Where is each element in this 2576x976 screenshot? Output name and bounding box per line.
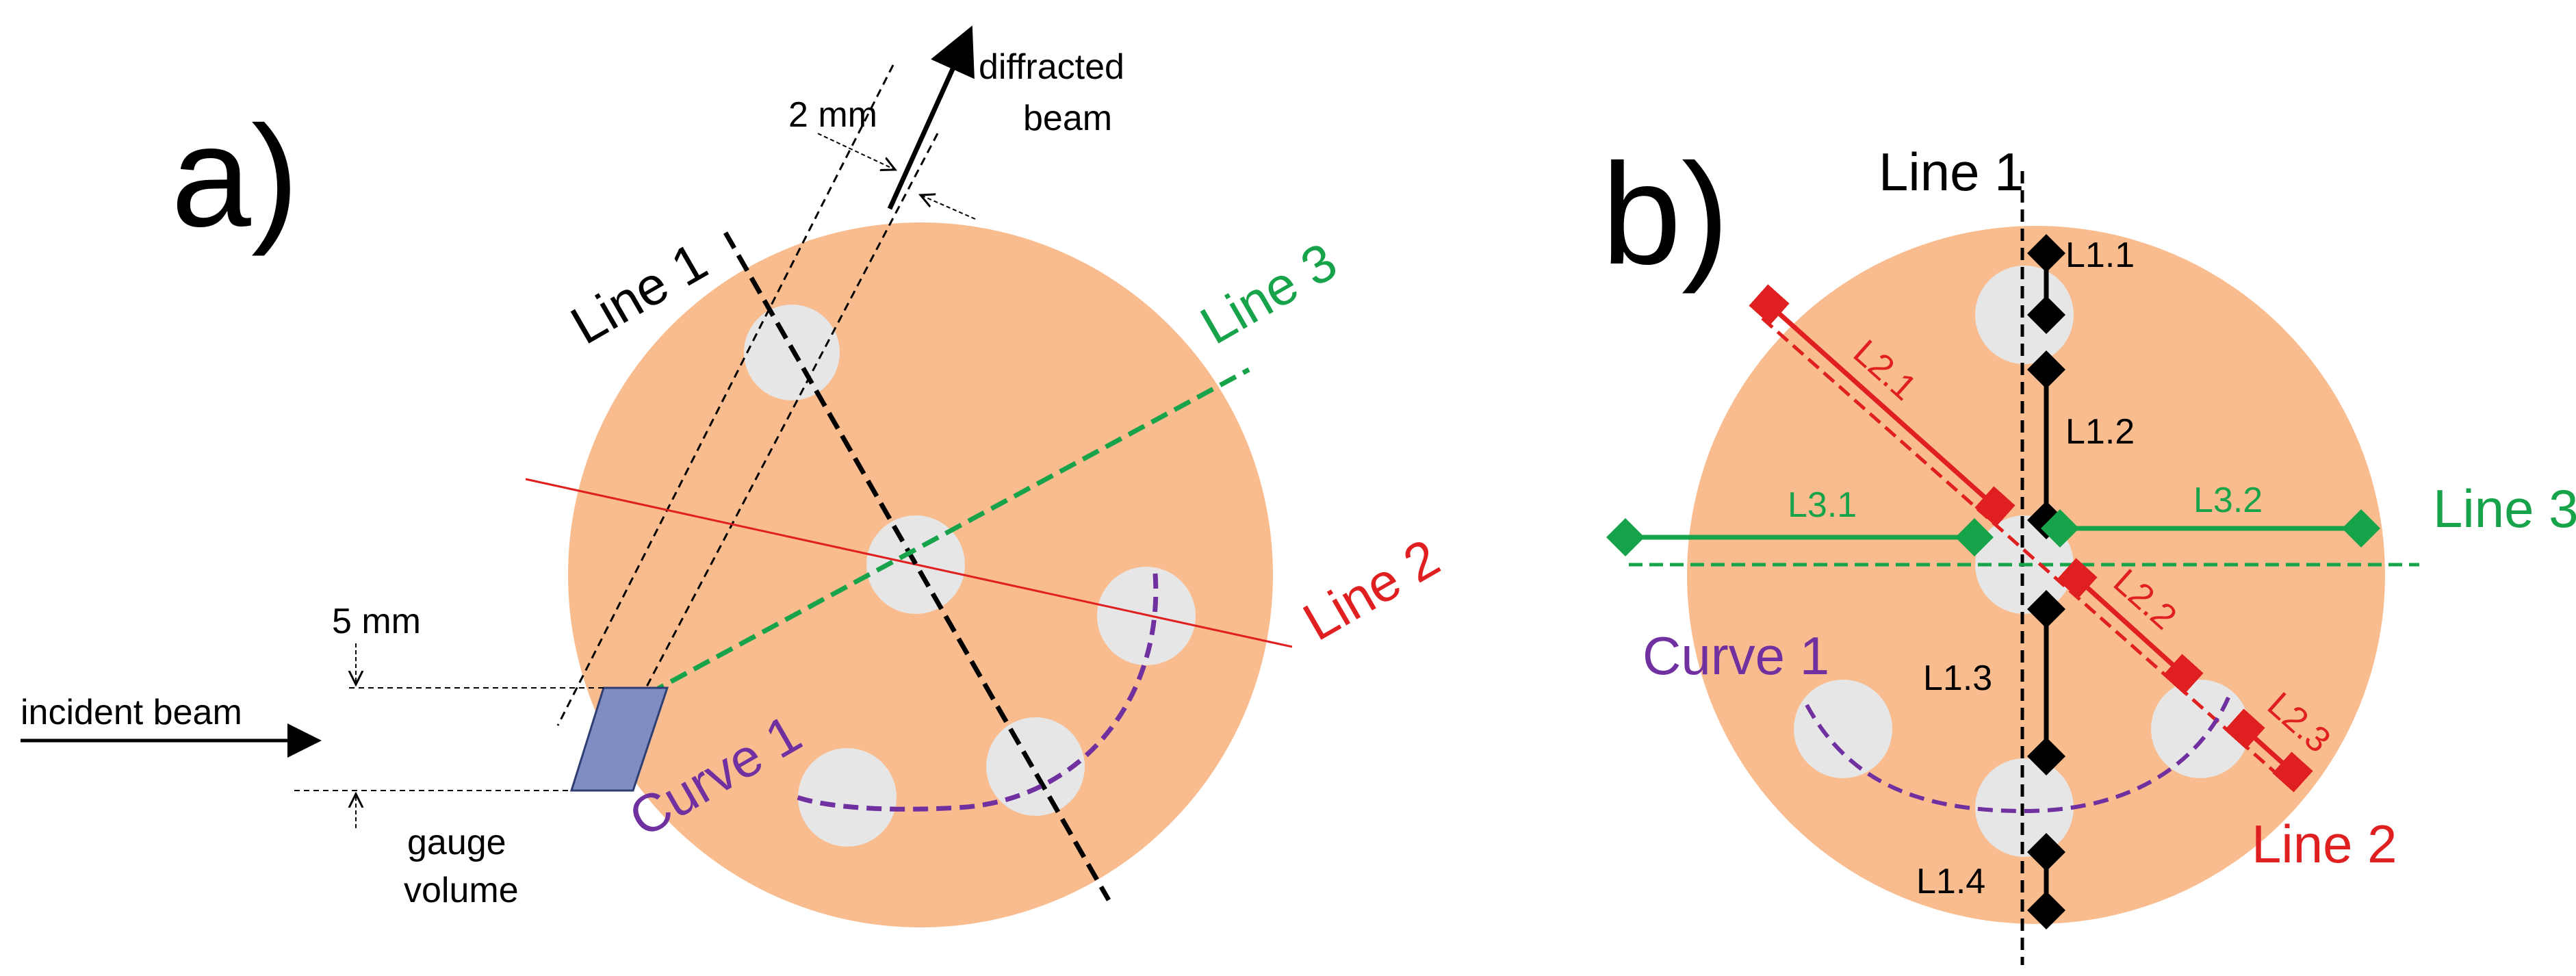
gauge-label-2: volume <box>404 871 519 910</box>
line3 <box>601 367 1250 721</box>
gauge-label-1: gauge <box>407 823 506 862</box>
parallelogram-icon <box>569 686 669 792</box>
dim-5mm-label: 5 mm <box>332 602 421 641</box>
hole-b-left <box>1794 680 1892 778</box>
line2 <box>525 478 1293 648</box>
line3-label: Line 3 <box>1191 231 1347 355</box>
curve1-b <box>1805 690 2233 814</box>
line2-b <box>1761 317 2301 795</box>
panel-b: b) Line 1 Line 2 Line 3 Curve 1 L1 <box>1601 133 2576 965</box>
segment-L2-3 <box>2224 708 2313 793</box>
line1 <box>723 231 1111 901</box>
beam-path-right <box>625 133 939 726</box>
panel-a-label: a) <box>171 96 299 257</box>
line2-b-label: Line 2 <box>2252 814 2397 874</box>
L3-1-label: L3.1 <box>1788 485 1857 525</box>
dim-2mm-right-arrow <box>920 195 976 220</box>
line1-b-label: Line 1 <box>1879 142 2024 202</box>
diffracted-label-2: beam <box>1023 99 1112 138</box>
segment-L2-1 <box>1749 284 2015 527</box>
hole-right <box>1097 567 1196 665</box>
L1-4-label: L1.4 <box>1916 862 1985 901</box>
line2-label: Line 2 <box>1293 527 1450 652</box>
curve1-b-label: Curve 1 <box>1643 626 1829 686</box>
dim-2mm-label: 2 mm <box>788 95 877 135</box>
L1-3-label: L1.3 <box>1923 658 1992 698</box>
incident-beam-label: incident beam <box>21 693 242 732</box>
panel-a: a) Line 1 Line 2 <box>21 25 1450 927</box>
segment-L2-2 <box>2057 558 2204 695</box>
hole-b-right <box>2151 680 2250 778</box>
hole-b-top <box>1975 266 2074 364</box>
hole-b-bottom <box>1975 758 2074 857</box>
beam-path-left <box>556 64 894 726</box>
curve1 <box>796 573 1159 812</box>
L1-1-label: L1.1 <box>2065 235 2135 275</box>
line3-b-label: Line 3 <box>2433 478 2576 539</box>
diffracted-beam-arrow <box>887 25 975 210</box>
dim-2mm-left-arrow <box>817 133 895 170</box>
panel-b-label: b) <box>1601 133 1729 294</box>
diffracted-label-1: diffracted <box>979 47 1124 87</box>
L3-2-label: L3.2 <box>2193 480 2263 520</box>
L1-2-label: L1.2 <box>2065 412 2135 452</box>
hole-bottom-right <box>986 717 1085 816</box>
hole-bottom-left <box>798 748 897 847</box>
